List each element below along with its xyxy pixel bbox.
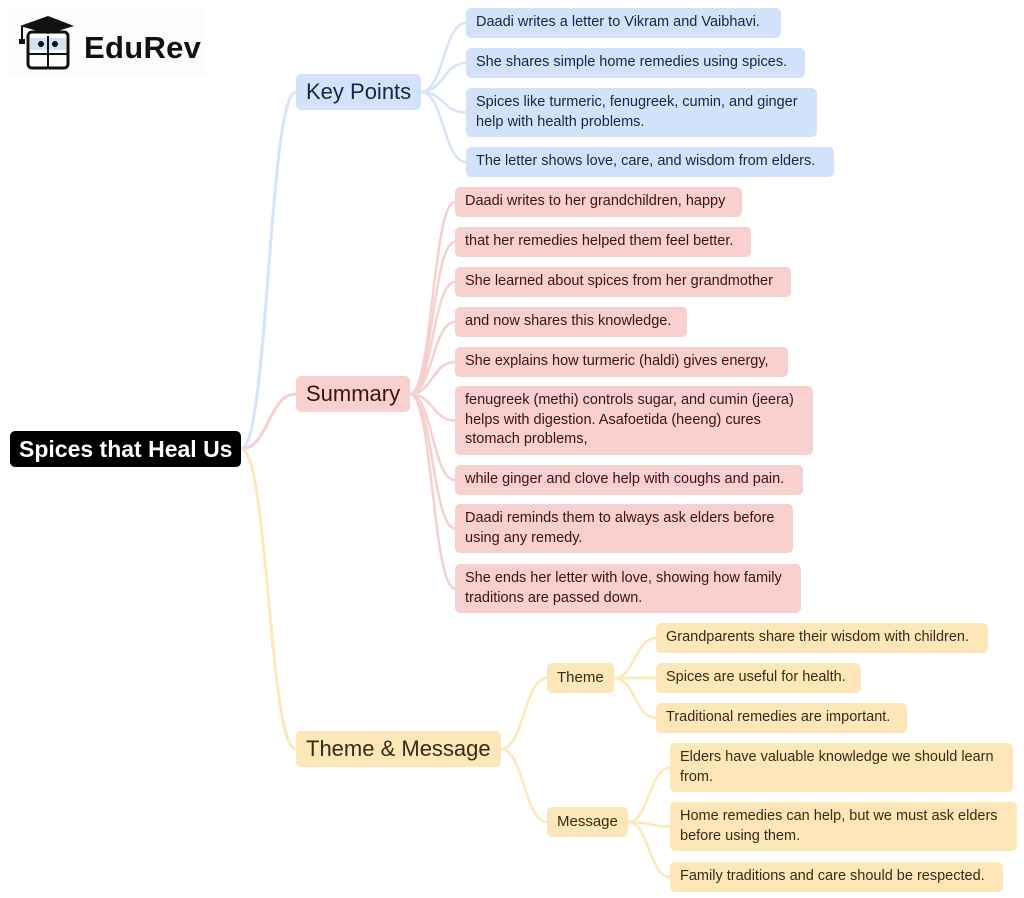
connector-line <box>239 447 298 751</box>
key-point-item[interactable]: The letter shows love, care, and wisdom … <box>466 147 834 177</box>
graduate-cap-icon <box>19 16 74 70</box>
message-item[interactable]: Elders have valuable knowledge we should… <box>670 743 1013 792</box>
summary-item[interactable]: and now shares this knowledge. <box>455 307 687 337</box>
connector-line <box>612 676 658 720</box>
summary-item[interactable]: fenugreek (methi) controls sugar, and cu… <box>455 386 813 455</box>
summary-item[interactable]: while ginger and clove help with coughs … <box>455 465 803 495</box>
connector-line <box>408 392 457 530</box>
connector-line <box>419 61 468 94</box>
summary-item[interactable]: Daadi writes to her grandchildren, happy <box>455 187 742 217</box>
connector-line <box>408 392 457 590</box>
message-item[interactable]: Family traditions and care should be res… <box>670 862 1003 892</box>
connector-line <box>626 820 672 879</box>
connector-line <box>419 21 468 94</box>
message-item[interactable]: Home remedies can help, but we must ask … <box>670 802 1017 851</box>
branch-theme-message[interactable]: Theme & Message <box>296 731 501 767</box>
summary-item[interactable]: She explains how turmeric (haldi) gives … <box>455 347 788 377</box>
branch-key-points[interactable]: Key Points <box>296 74 422 110</box>
connector-line <box>239 90 298 451</box>
key-point-item[interactable]: Spices like turmeric, fenugreek, cumin, … <box>466 88 817 137</box>
connector-line <box>408 320 457 396</box>
summary-item[interactable]: Daadi reminds them to always ask elders … <box>455 504 793 553</box>
root-node[interactable]: Spices that Heal Us <box>10 431 242 467</box>
connector-line <box>499 676 549 751</box>
logo-text: EduRev <box>84 30 202 65</box>
connector-line <box>408 200 457 396</box>
message-node[interactable]: Message <box>547 807 628 837</box>
summary-item[interactable]: that her remedies helped them feel bette… <box>455 227 751 257</box>
summary-item[interactable]: She ends her letter with love, showing h… <box>455 564 801 613</box>
theme-item[interactable]: Spices are useful for health. <box>656 663 861 693</box>
connector-line <box>499 747 549 824</box>
connector-line <box>419 90 468 164</box>
theme-item[interactable]: Traditional remedies are important. <box>656 703 907 733</box>
theme-item[interactable]: Grandparents share their wisdom with chi… <box>656 623 988 653</box>
branch-summary[interactable]: Summary <box>296 376 411 412</box>
theme-node[interactable]: Theme <box>547 663 614 693</box>
connector-line <box>239 392 298 451</box>
connector-line <box>408 240 457 396</box>
connector-line <box>626 766 672 824</box>
connector-line <box>612 636 658 680</box>
connector-line <box>408 360 457 396</box>
key-point-item[interactable]: She shares simple home remedies using sp… <box>466 48 805 78</box>
key-point-item[interactable]: Daadi writes a letter to Vikram and Vaib… <box>466 8 781 38</box>
summary-item[interactable]: She learned about spices from her grandm… <box>455 267 791 297</box>
edurev-logo: EduRev <box>8 8 206 76</box>
connector-line <box>408 280 457 396</box>
